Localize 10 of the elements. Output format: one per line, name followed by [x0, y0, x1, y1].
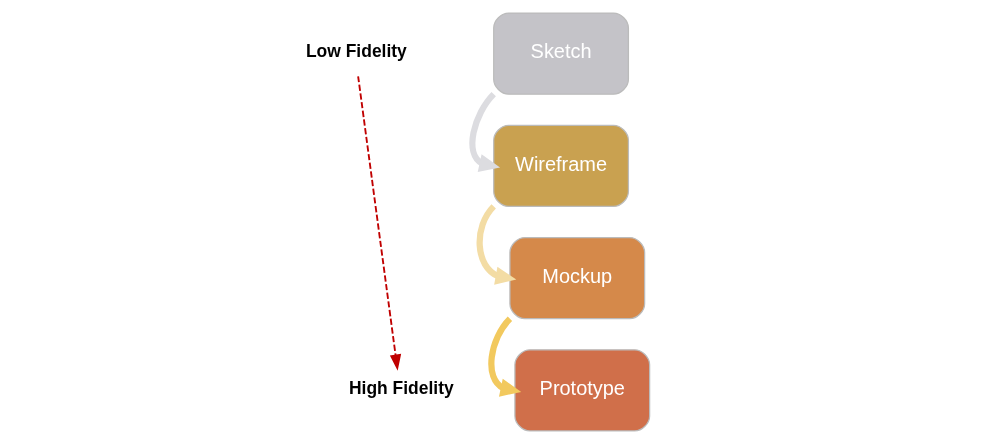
node-text: High Fidelity [348, 377, 454, 398]
node-text: Low Fidelity [305, 40, 407, 61]
node-box: Sketch [492, 12, 629, 95]
node-box: Wireframe [492, 124, 629, 208]
arrow [356, 75, 401, 371]
arrow [476, 204, 516, 285]
node-box: Prototype [513, 349, 650, 432]
arrow [487, 316, 521, 397]
node-box: Mockup [508, 236, 645, 320]
arrow [468, 92, 500, 173]
